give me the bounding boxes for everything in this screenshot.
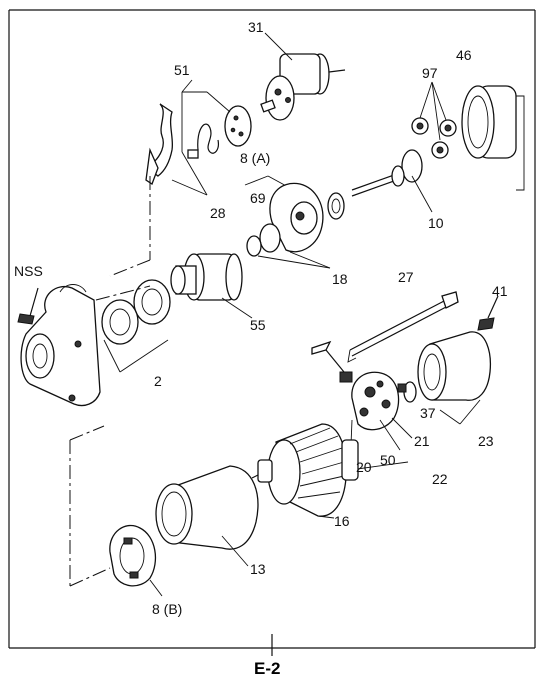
screw-part-41 [477,295,499,331]
solenoid-switch-part-31 [260,32,346,121]
label-27: 27 [398,269,414,285]
internal-gear-part-46 [461,85,525,191]
planetary-shaft-part-10 [351,149,433,213]
label-28: 28 [210,205,226,221]
planetary-gears-part-97 [411,81,457,159]
label-31: 31 [248,19,264,35]
spring-part-51 [181,79,231,196]
page-reference: E-2 [254,659,280,678]
plate-washer [224,105,252,147]
end-bracket-part-8b [69,425,163,597]
label-37: 37 [420,405,436,421]
rear-cover-part-23 [417,331,492,425]
yoke-part-13 [155,465,259,567]
shift-lever [109,103,208,277]
label-22: 22 [432,471,448,487]
label-2: 2 [154,373,162,389]
label-50: 50 [380,452,396,468]
label-8a: 8 (A) [240,150,270,166]
front-housing [20,284,151,407]
bolt-nss [17,287,39,325]
label-16: 16 [334,513,350,529]
through-bolt-part-27 [347,291,459,363]
label-23: 23 [478,433,494,449]
label-41: 41 [492,283,508,299]
label-69: 69 [250,190,266,206]
label-10: 10 [428,215,444,231]
label-13: 13 [250,561,266,577]
label-nss: NSS [14,263,43,279]
label-18: 18 [332,271,348,287]
label-55: 55 [250,317,266,333]
brush-holder-assembly [311,340,413,471]
diagram-frame [8,9,536,656]
armature-part-16 [251,423,359,519]
label-21: 21 [414,433,430,449]
label-46: 46 [456,47,472,63]
label-20: 20 [356,459,372,475]
gear-housing-part-8a [244,175,324,253]
label-8b: 8 (B) [152,601,182,617]
label-51: 51 [174,62,190,78]
washer-part-18 [246,192,345,269]
label-97: 97 [422,65,438,81]
overrunning-clutch-part-55 [170,253,253,319]
bearings-part-2 [101,279,171,373]
